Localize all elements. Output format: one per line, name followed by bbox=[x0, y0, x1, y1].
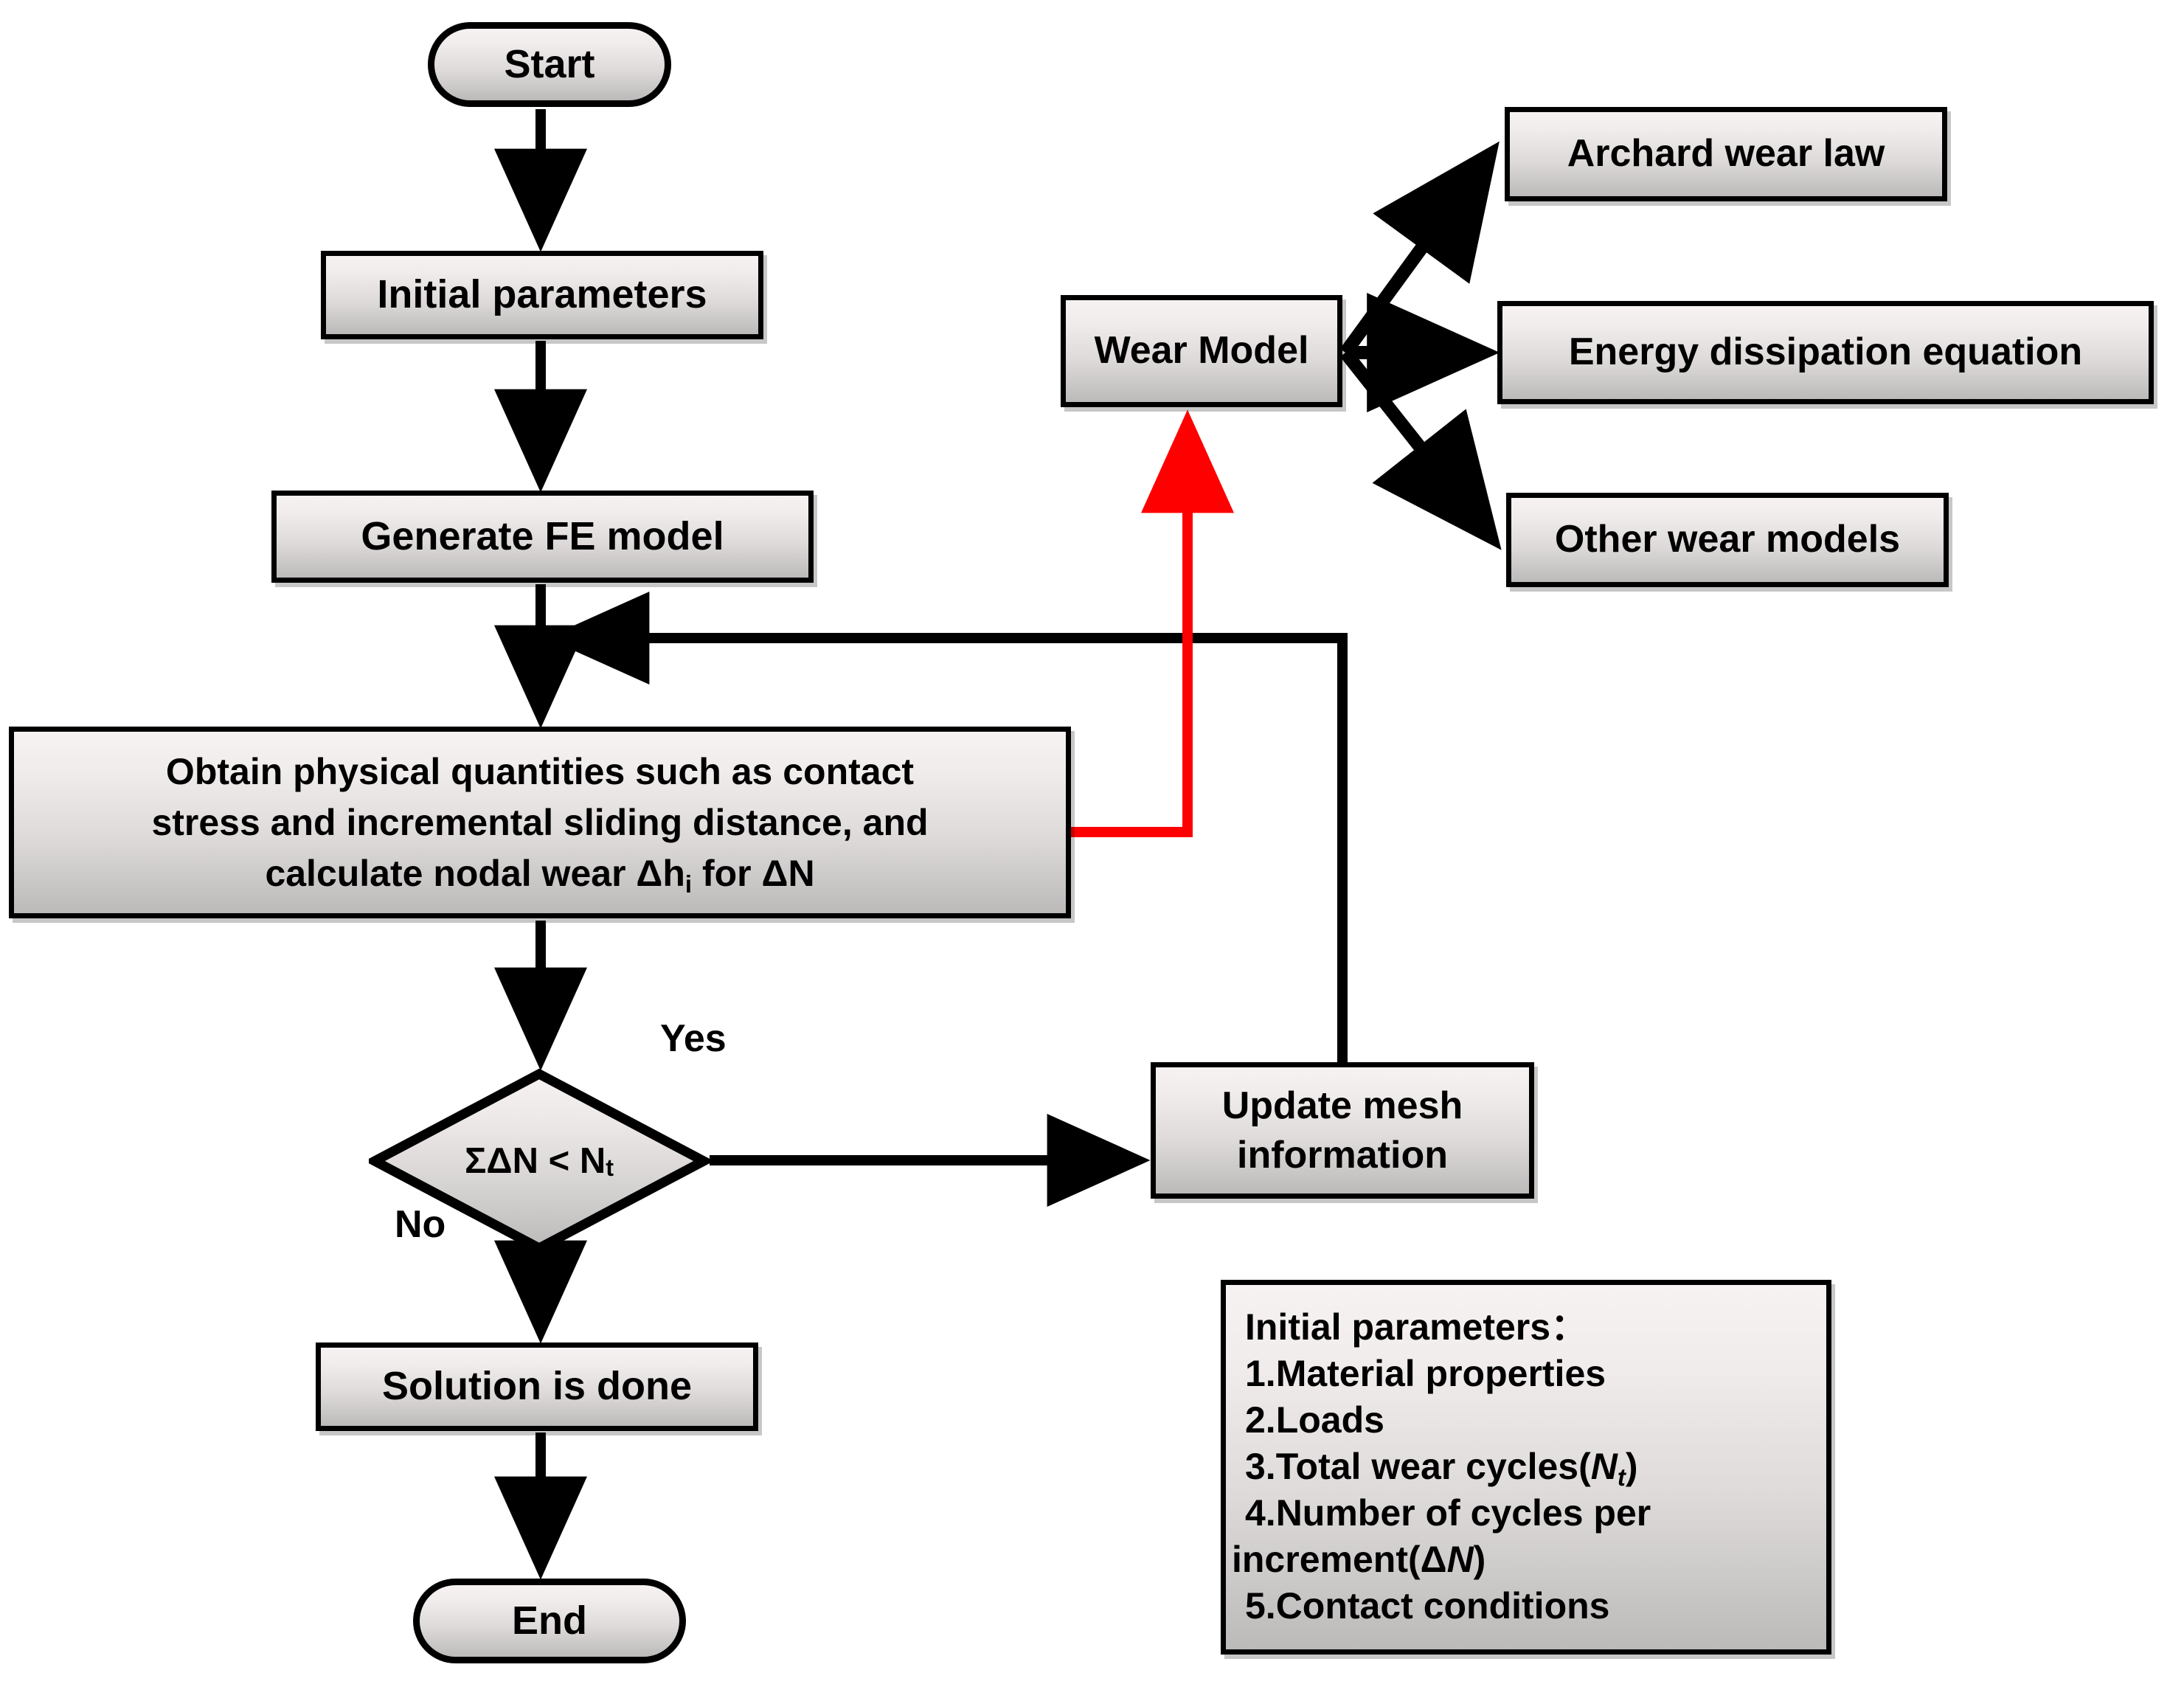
legend-item-4: 4.Number of cycles per bbox=[1245, 1492, 1651, 1534]
node-energy-dissipation-label: Energy dissipation equation bbox=[1568, 330, 2083, 374]
node-update-mesh-line-2: information bbox=[1237, 1133, 1448, 1177]
decision-label-pre: ΣΔN < N bbox=[464, 1141, 606, 1181]
node-archard-wear-law[interactable]: Archard wear law bbox=[1505, 107, 1947, 201]
node-update-mesh[interactable]: Update mesh information bbox=[1151, 1062, 1534, 1199]
node-start-label: Start bbox=[504, 41, 595, 86]
legend-item-1: 1.Material properties bbox=[1245, 1353, 1606, 1394]
decision-diamond-shape bbox=[369, 1068, 710, 1254]
node-solution-done-label: Solution is done bbox=[382, 1364, 692, 1409]
node-archard-wear-law-label: Archard wear law bbox=[1567, 132, 1885, 176]
legend-heading: Initial parameters： bbox=[1245, 1306, 1588, 1348]
node-energy-dissipation[interactable]: Energy dissipation equation bbox=[1497, 301, 2154, 404]
legend-item-4-symbol: N bbox=[1446, 1539, 1474, 1580]
legend-item-3-pre: 3.Total wear cycles( bbox=[1245, 1446, 1591, 1487]
legend-item-3-symbol: N bbox=[1590, 1446, 1618, 1487]
node-obtain-quantities[interactable]: Obtain physical quantities such as conta… bbox=[9, 727, 1071, 918]
legend-item-5: 5.Contact conditions bbox=[1245, 1585, 1610, 1626]
legend-item-4-cont: increment(ΔN) bbox=[1232, 1537, 1826, 1583]
edge-obtain-to-wear-model-red bbox=[1071, 409, 1234, 837]
node-end[interactable]: End bbox=[413, 1579, 686, 1663]
node-end-label: End bbox=[512, 1598, 587, 1643]
obtain-line3-pre: calculate nodal wear Δh bbox=[265, 852, 685, 894]
obtain-line3-subscript: i bbox=[684, 870, 693, 898]
edge-label-no: No bbox=[395, 1202, 446, 1247]
legend-item-4-post: ) bbox=[1473, 1539, 1486, 1580]
node-obtain-quantities-line-1: Obtain physical quantities such as conta… bbox=[165, 750, 915, 792]
edge-label-yes-text: Yes bbox=[660, 1017, 727, 1060]
edge-label-no-text: No bbox=[395, 1203, 446, 1246]
legend-item-3-subscript: t bbox=[1617, 1463, 1626, 1492]
node-generate-fe-model-label: Generate FE model bbox=[361, 513, 724, 558]
legend-item-3: 3.Total wear cycles(Nt) bbox=[1245, 1444, 1826, 1492]
legend-item-3-post: ) bbox=[1625, 1446, 1638, 1487]
node-wear-model[interactable]: Wear Model bbox=[1061, 295, 1342, 407]
legend-item-2: 2.Loads bbox=[1245, 1399, 1384, 1441]
node-other-wear-models-label: Other wear models bbox=[1554, 518, 1901, 561]
legend-item-4-pre: increment(Δ bbox=[1232, 1539, 1447, 1580]
legend-initial-parameters-panel: Initial parameters： 1.Material propertie… bbox=[1221, 1280, 1831, 1655]
node-wear-model-label: Wear Model bbox=[1094, 329, 1309, 373]
obtain-line3-post: for ΔN bbox=[692, 852, 815, 894]
decision-label-subscript: t bbox=[606, 1154, 614, 1181]
node-obtain-quantities-line-3: calculate nodal wear Δhi for ΔN bbox=[265, 848, 814, 899]
node-start[interactable]: Start bbox=[428, 22, 671, 107]
edge-wear-model-to-other-wear-models bbox=[1339, 348, 1502, 550]
node-update-mesh-line-1: Update mesh bbox=[1221, 1084, 1463, 1127]
node-solution-done[interactable]: Solution is done bbox=[316, 1343, 758, 1431]
edge-label-yes: Yes bbox=[660, 1016, 727, 1061]
edge-wear-model-to-archard bbox=[1339, 141, 1500, 357]
node-initial-parameters-label: Initial parameters bbox=[377, 272, 707, 317]
node-obtain-quantities-line-2: stress and incremental sliding distance,… bbox=[151, 801, 929, 843]
node-other-wear-models[interactable]: Other wear models bbox=[1506, 493, 1949, 587]
node-initial-parameters[interactable]: Initial parameters bbox=[321, 251, 763, 339]
node-generate-fe-model[interactable]: Generate FE model bbox=[271, 491, 814, 583]
